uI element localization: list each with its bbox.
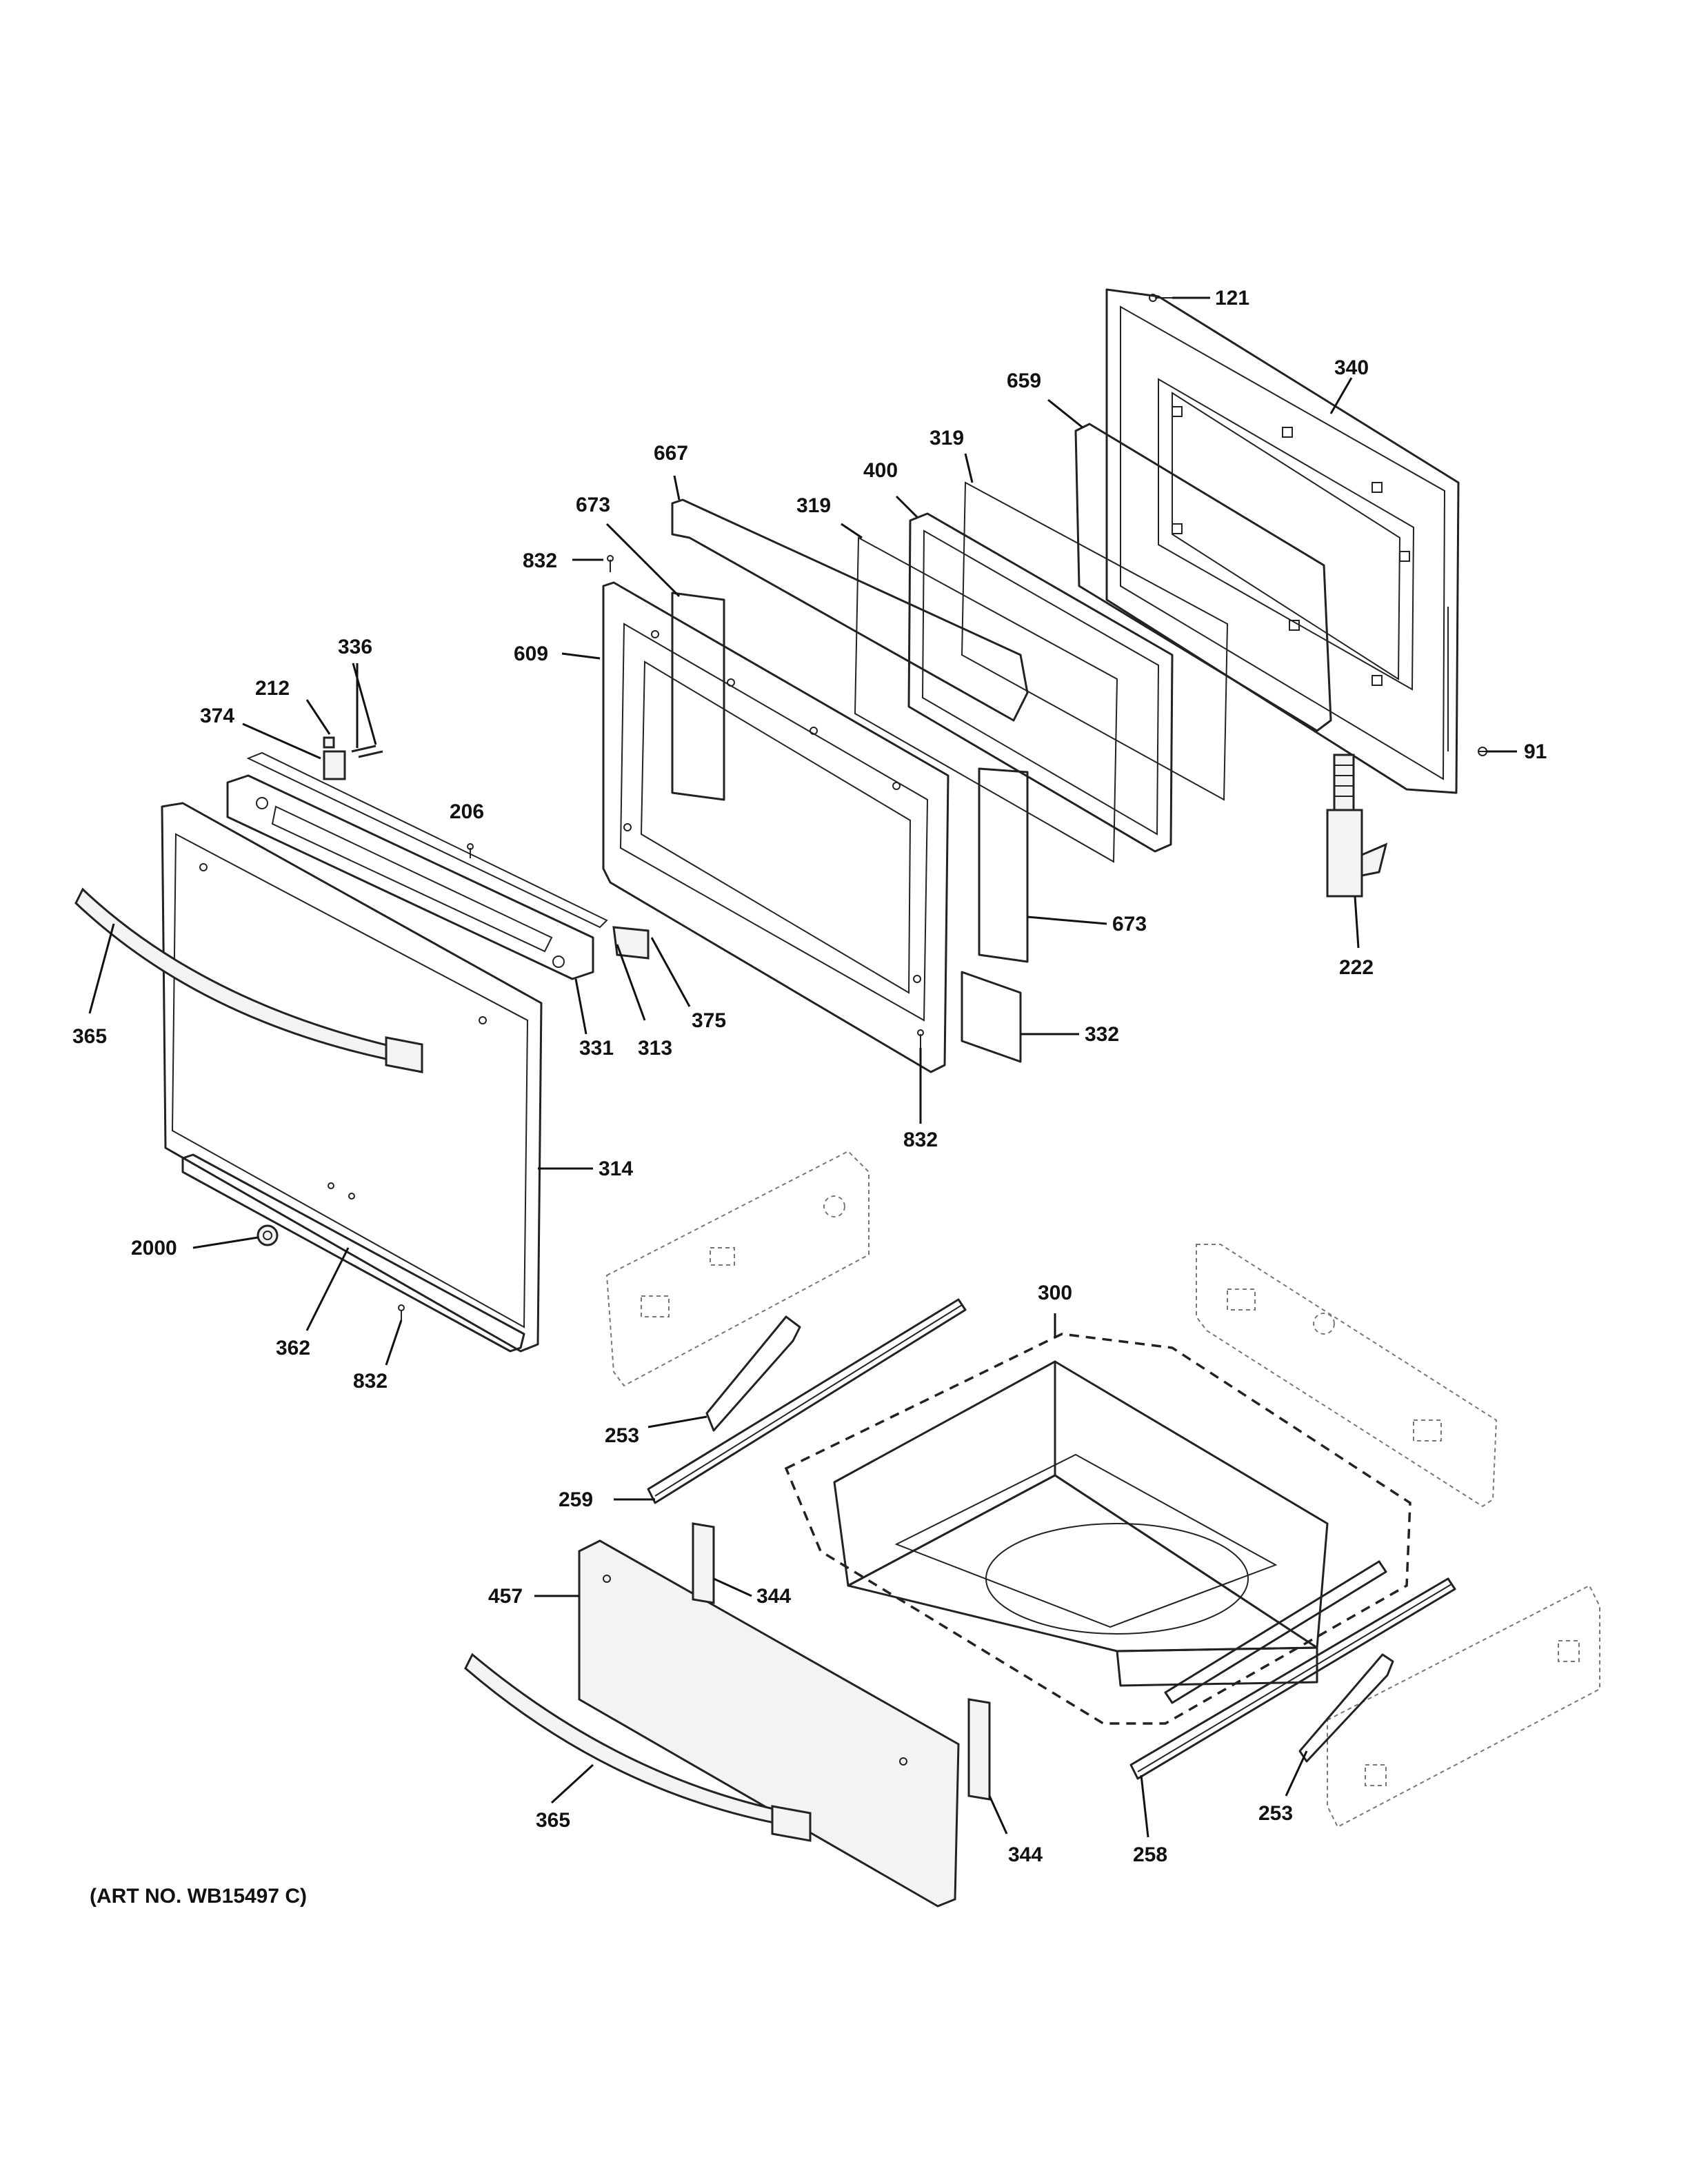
- callout-332: 332: [1085, 1023, 1119, 1046]
- callout-667: 667: [654, 442, 688, 465]
- drawer-bracket-left: [705, 1315, 801, 1432]
- outer-glass-pane: [854, 536, 1118, 863]
- callout-832-c: 832: [353, 1370, 388, 1393]
- drawer-bracket-right: [1298, 1653, 1394, 1763]
- callout-206: 206: [450, 800, 484, 823]
- callout-313: 313: [638, 1037, 672, 1060]
- left-side-panel-reference: [605, 1150, 870, 1387]
- screw-206-icon: [467, 843, 474, 858]
- callout-365-a: 365: [72, 1025, 107, 1048]
- callout-344-b: 344: [1008, 1843, 1043, 1866]
- insulation-block-right: [978, 767, 1029, 963]
- callout-609: 609: [514, 643, 548, 665]
- callout-253-b: 253: [1258, 1802, 1293, 1825]
- inner-glass-pane: [961, 481, 1229, 801]
- screw-832-bottom-icon: [398, 1304, 405, 1320]
- callout-319-a: 319: [930, 427, 964, 449]
- callout-258: 258: [1133, 1843, 1167, 1866]
- door-gasket: [1074, 423, 1332, 732]
- callout-340: 340: [1334, 356, 1369, 379]
- door-bottom-trim: [181, 1153, 525, 1353]
- callout-319-b: 319: [796, 494, 831, 517]
- callout-314: 314: [599, 1157, 633, 1180]
- callout-300: 300: [1038, 1282, 1072, 1304]
- top-insulation-strip: [671, 498, 1029, 722]
- drawer-slide-left: [647, 1298, 967, 1504]
- callout-labels: 121 340 659 319 400 319 667 673 832 609 …: [72, 287, 1547, 1866]
- callout-400: 400: [863, 459, 898, 482]
- callout-253-a: 253: [605, 1424, 639, 1447]
- callout-91: 91: [1524, 740, 1547, 763]
- callout-121: 121: [1215, 287, 1249, 310]
- drawer-slide-right: [1129, 1560, 1456, 1780]
- callout-375: 375: [692, 1009, 726, 1032]
- door-badge: [257, 1224, 279, 1246]
- latch-hardware: [323, 736, 383, 780]
- right-side-panel-reference: [1196, 1244, 1498, 1508]
- door-inner-frame: [602, 581, 950, 1073]
- callout-673-a: 673: [576, 494, 610, 516]
- drawer-handle: [464, 1652, 812, 1842]
- callout-832-b: 832: [903, 1129, 938, 1151]
- glass-frame: [907, 512, 1174, 853]
- warming-drawer-box: [784, 1333, 1411, 1725]
- callout-457: 457: [488, 1585, 523, 1608]
- insulation-block-left: [671, 592, 725, 801]
- callout-344-a: 344: [756, 1585, 791, 1608]
- callout-222: 222: [1339, 956, 1374, 979]
- screw-121-icon: [1149, 294, 1172, 302]
- art-number-caption: (ART NO. WB15497 C): [90, 1885, 307, 1908]
- callout-673-b: 673: [1112, 913, 1147, 936]
- callout-832-a: 832: [523, 549, 557, 572]
- callout-362: 362: [276, 1337, 310, 1359]
- right-rear-panel-reference: [1327, 1584, 1600, 1828]
- screw-832-mid-icon: [917, 1029, 924, 1048]
- drawer-front-panel: [578, 1539, 960, 1908]
- callout-336: 336: [338, 636, 372, 658]
- hinge: [1326, 754, 1388, 898]
- callout-212: 212: [255, 677, 290, 700]
- drawer-front-bracket-right: [967, 1698, 991, 1801]
- callout-259: 259: [559, 1488, 593, 1511]
- callout-374: 374: [200, 705, 234, 727]
- bottom-insulation-strip: [961, 971, 1022, 1063]
- drawer-front-bracket-left: [692, 1522, 715, 1604]
- inner-door-liner: [1105, 288, 1460, 794]
- callout-331: 331: [579, 1037, 614, 1060]
- oven-door-handle: [74, 887, 423, 1073]
- door-bracket: [612, 926, 650, 960]
- callout-2000: 2000: [131, 1237, 177, 1260]
- outer-door-panel: [161, 802, 543, 1353]
- screw-832-top-icon: [607, 555, 614, 572]
- callout-365-b: 365: [536, 1809, 570, 1832]
- callout-659: 659: [1007, 370, 1041, 392]
- vent-trim: [226, 751, 608, 980]
- leader-lines: [88, 296, 1517, 1838]
